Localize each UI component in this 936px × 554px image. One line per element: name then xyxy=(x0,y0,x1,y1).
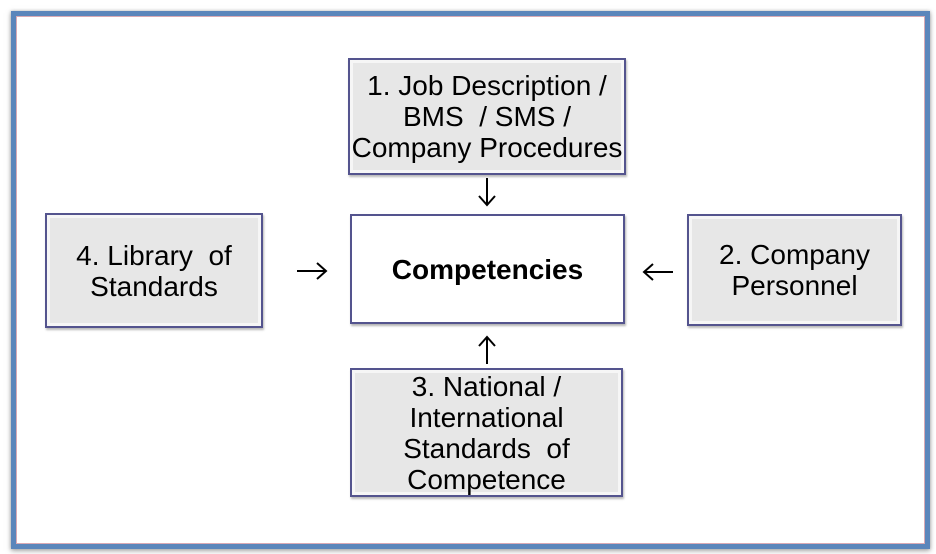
node-company-personnel-label: 2. Company Personnel xyxy=(719,239,870,301)
node-library-of-standards: 4. Library of Standards xyxy=(45,213,263,328)
arrow-up-icon xyxy=(474,333,500,365)
node-national-standards: 3. National / International Standards of… xyxy=(350,368,623,497)
node-national-standards-label: 3. National / International Standards of… xyxy=(403,370,570,495)
node-job-description-label: 1. Job Description / BMS / SMS / Company… xyxy=(351,70,623,163)
arrow-down-icon xyxy=(474,177,500,209)
node-competencies: Competencies xyxy=(350,214,625,324)
node-job-description: 1. Job Description / BMS / SMS / Company… xyxy=(348,58,626,175)
node-company-personnel: 2. Company Personnel xyxy=(687,214,902,326)
node-competencies-label: Competencies xyxy=(391,253,584,285)
arrow-right-icon xyxy=(296,258,330,284)
node-library-of-standards-label: 4. Library of Standards xyxy=(76,239,232,302)
arrow-left-icon xyxy=(640,259,674,285)
